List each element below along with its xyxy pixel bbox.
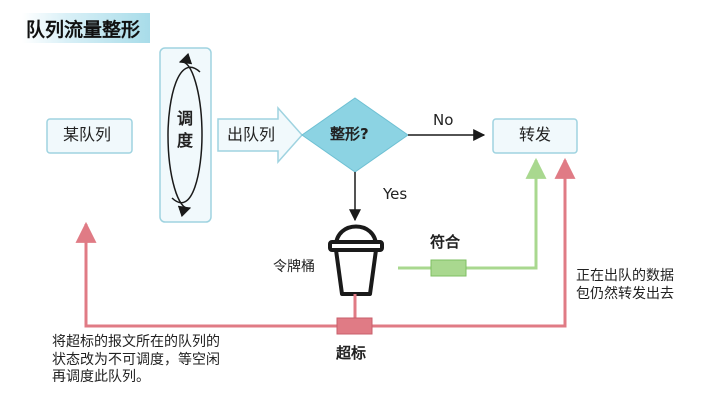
conform-path bbox=[398, 157, 547, 270]
bucket-icon bbox=[328, 224, 384, 296]
scheduler-label: 调 度 bbox=[177, 109, 194, 150]
queue-node bbox=[46, 118, 133, 154]
exceed-path-forward bbox=[355, 157, 576, 328]
exceed-label: 超标 bbox=[336, 344, 367, 362]
right-note: 正在出队的数据 包仍然转发出去 bbox=[576, 268, 674, 302]
left-note: 将超标的报文所在的队列的 状态改为不可调度，等空闲 再调度此队列。 bbox=[52, 334, 220, 385]
forward-label: 转发 bbox=[519, 125, 552, 144]
title-text: 队列流量整形 bbox=[26, 18, 141, 41]
queue-label: 某队列 bbox=[63, 125, 112, 144]
scheduler-cycle-arrow-return bbox=[171, 52, 203, 204]
bucket-label: 令牌桶 bbox=[273, 259, 315, 275]
dequeue-arrow-shape bbox=[217, 106, 304, 164]
forward-node bbox=[492, 118, 578, 154]
shaping-label: 整形? bbox=[330, 125, 369, 143]
no-label: No bbox=[433, 111, 454, 129]
exceed-path bbox=[75, 221, 357, 328]
conform-tag bbox=[430, 259, 467, 277]
page-title: 队列流量整形 bbox=[22, 13, 151, 43]
yes-label: Yes bbox=[383, 185, 408, 203]
conform-label: 符合 bbox=[430, 233, 461, 251]
scheduler-cycle-arrow bbox=[167, 66, 201, 218]
dequeue-label: 出队列 bbox=[227, 125, 276, 144]
exceed-tag bbox=[336, 317, 373, 335]
